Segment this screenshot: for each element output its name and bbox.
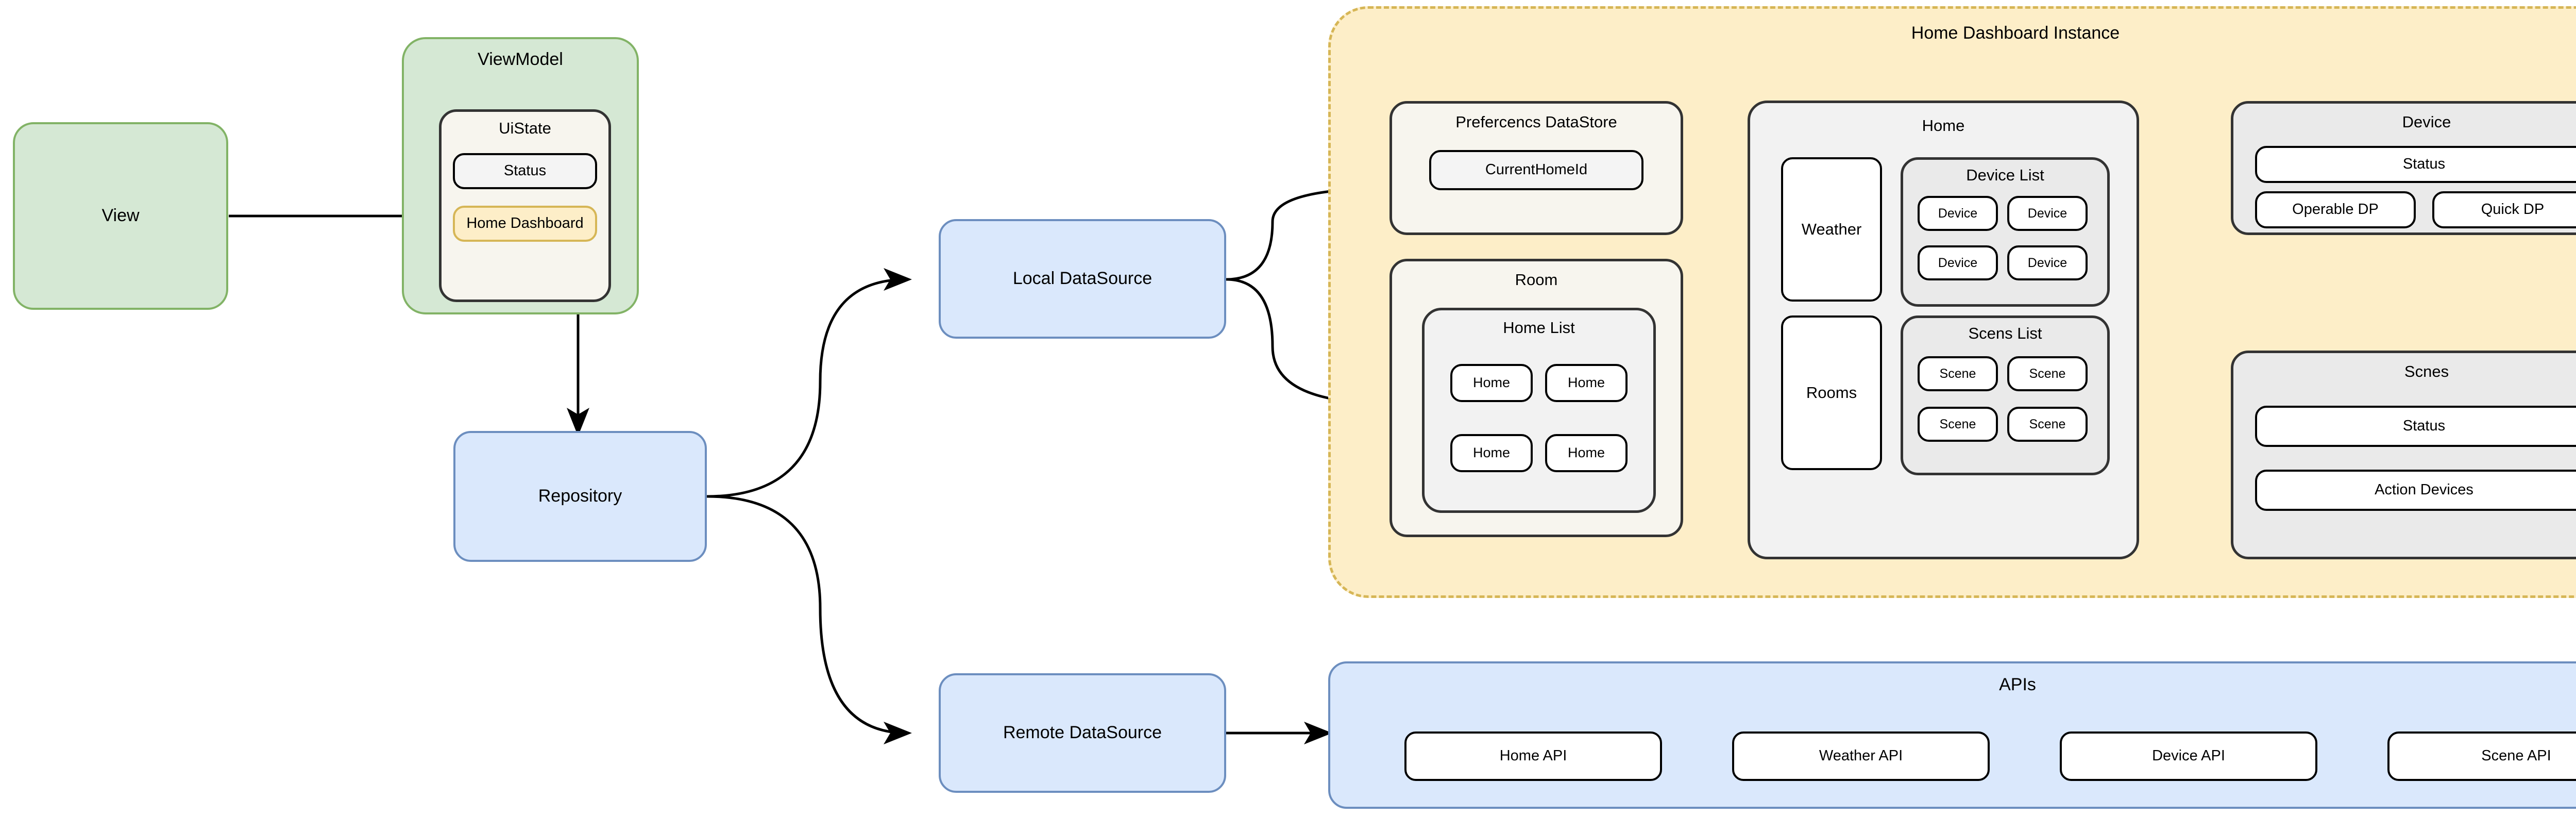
scens-list-item-label: Scene <box>1939 366 1976 381</box>
scens-list-label: Scens List <box>1968 324 2042 342</box>
device-list-item-label: Device <box>2027 206 2067 221</box>
view-label: View <box>101 206 140 226</box>
device-operable-dp-label: Operable DP <box>2292 201 2379 218</box>
scens-list-item-label: Scene <box>1939 417 1976 431</box>
preferences-datastore-label: Prefercencs DataStore <box>1455 113 1617 131</box>
home-list-item-label: Home <box>1567 375 1605 391</box>
uistate-label: UiState <box>499 119 551 137</box>
local-datasource-node[interactable]: Local DataSource <box>939 219 1226 339</box>
home-list-item[interactable]: Home <box>1450 434 1533 472</box>
rooms-label: Rooms <box>1806 384 1857 402</box>
home-list-item-label: Home <box>1567 445 1605 461</box>
api-item-label: Home API <box>1499 747 1567 764</box>
api-item[interactable]: Device API <box>2060 731 2317 781</box>
scens-list-item-label: Scene <box>2029 417 2066 431</box>
home-list-item[interactable]: Home <box>1545 364 1628 402</box>
remote-datasource-label: Remote DataSource <box>1003 723 1162 743</box>
uistate-status-field[interactable]: Status <box>453 153 597 189</box>
uistate-home-dashboard-label: Home Dashboard <box>466 215 584 232</box>
api-item[interactable]: Home API <box>1404 731 1662 781</box>
local-datasource-label: Local DataSource <box>1012 269 1153 289</box>
device-label: Device <box>2402 113 2451 131</box>
uistate-home-dashboard-field[interactable]: Home Dashboard <box>453 206 597 242</box>
device-quick-dp-label: Quick DP <box>2481 201 2545 218</box>
scens-list-item[interactable]: Scene <box>1918 356 1998 391</box>
device-operable-dp-field[interactable]: Operable DP <box>2255 191 2416 228</box>
home-list-item-label: Home <box>1472 375 1511 391</box>
device-list-item[interactable]: Device <box>1918 196 1998 231</box>
viewmodel-label: ViewModel <box>478 49 563 69</box>
api-item[interactable]: Weather API <box>1732 731 1990 781</box>
apis-label: APIs <box>1999 675 2036 694</box>
api-item-label: Device API <box>2152 747 2225 764</box>
device-list-item-label: Device <box>2027 255 2067 270</box>
weather-node[interactable]: Weather <box>1781 157 1882 302</box>
api-item-label: Scene API <box>2481 747 2551 764</box>
home-list-label: Home List <box>1503 319 1575 337</box>
scnes-action-devices-field[interactable]: Action Devices <box>2255 470 2576 511</box>
uistate-status-label: Status <box>503 162 547 179</box>
apis-group[interactable]: APIs Home API Weather API Device API Sce… <box>1328 661 2576 809</box>
current-home-id-label: CurrentHomeId <box>1485 161 1588 178</box>
scnes-action-devices-label: Action Devices <box>2375 481 2473 498</box>
home-list-group[interactable]: Home List Home Home Home Home <box>1422 308 1656 513</box>
device-list-item-label: Device <box>1938 206 1978 221</box>
api-item[interactable]: Scene API <box>2387 731 2576 781</box>
scens-list-item[interactable]: Scene <box>2007 407 2088 442</box>
remote-datasource-node[interactable]: Remote DataSource <box>939 673 1226 793</box>
home-label: Home <box>1922 117 1965 135</box>
device-list-item[interactable]: Device <box>1918 245 1998 280</box>
edge-repository-to-remote-datasource <box>706 495 912 744</box>
api-item-label: Weather API <box>1819 747 1903 764</box>
device-quick-dp-field[interactable]: Quick DP <box>2432 191 2576 228</box>
home-group[interactable]: Home Weather Rooms Device List Device De… <box>1748 101 2139 559</box>
room-label: Room <box>1515 271 1558 289</box>
repository-node[interactable]: Repository <box>453 431 707 562</box>
home-list-item-label: Home <box>1472 445 1511 461</box>
home-list-item[interactable]: Home <box>1545 434 1628 472</box>
edge-repository-to-local-datasource <box>706 268 912 498</box>
scens-list-item-label: Scene <box>2029 366 2066 381</box>
uistate-group[interactable]: UiState Status Home Dashboard <box>439 109 611 302</box>
device-list-item[interactable]: Device <box>2007 245 2088 280</box>
scens-list-item[interactable]: Scene <box>2007 356 2088 391</box>
room-group[interactable]: Room Home List Home Home Home Home <box>1389 259 1683 537</box>
home-list-item[interactable]: Home <box>1450 364 1533 402</box>
scnes-status-field[interactable]: Status <box>2255 406 2576 447</box>
device-list-item[interactable]: Device <box>2007 196 2088 231</box>
device-list-group[interactable]: Device List Device Device Device Device <box>1901 157 2110 307</box>
preferences-datastore-group[interactable]: Prefercencs DataStore CurrentHomeId <box>1389 101 1683 235</box>
repository-label: Repository <box>538 486 622 506</box>
scens-list-group[interactable]: Scens List Scene Scene Scene Scene <box>1901 315 2110 475</box>
weather-label: Weather <box>1801 220 1862 239</box>
device-group[interactable]: Device Status Operable DP Quick DP <box>2231 101 2576 235</box>
scnes-label: Scnes <box>2404 362 2449 380</box>
device-status-label: Status <box>2402 156 2446 173</box>
home-dashboard-instance-label: Home Dashboard Instance <box>1911 23 2120 43</box>
device-status-field[interactable]: Status <box>2255 146 2576 183</box>
view-node[interactable]: View <box>13 122 228 310</box>
scnes-status-label: Status <box>2402 418 2446 435</box>
device-list-label: Device List <box>1966 166 2044 184</box>
device-list-item-label: Device <box>1938 255 1978 270</box>
viewmodel-group[interactable]: ViewModel UiState Status Home Dashboard <box>402 37 639 314</box>
scens-list-item[interactable]: Scene <box>1918 407 1998 442</box>
rooms-node[interactable]: Rooms <box>1781 315 1882 470</box>
scnes-group[interactable]: Scnes Status Action Devices <box>2231 351 2576 559</box>
current-home-id-field[interactable]: CurrentHomeId <box>1429 150 1643 190</box>
